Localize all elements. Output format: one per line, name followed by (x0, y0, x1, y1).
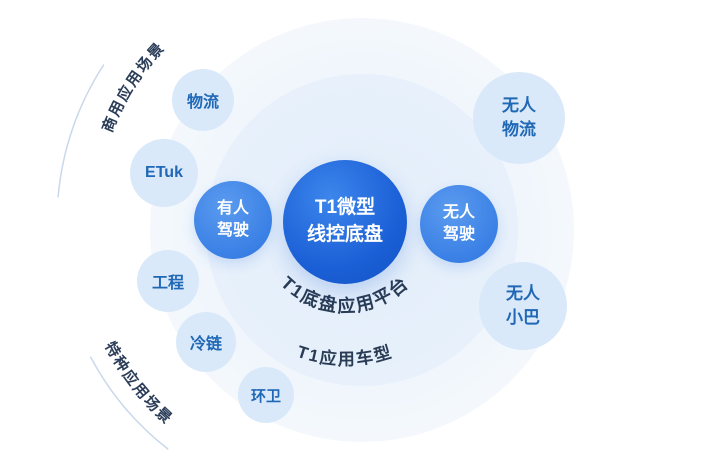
satellite-logistics: 物流 (172, 69, 234, 131)
satellite-sanitation: 环卫 (238, 367, 294, 423)
decorative-arc-bottom-left (89, 356, 169, 450)
unmanned-driving-label: 无人 驾驶 (442, 204, 475, 243)
satellite-engineering: 工程 (137, 250, 199, 312)
vehicle-models-arc-label: T1应用车型 (295, 341, 395, 369)
manned-driving-node: 有人 驾驶 (194, 181, 272, 259)
satellite-logistics-label: 物流 (186, 94, 219, 111)
satellite-unmanned-minibus-label: 无人 小巴 (506, 284, 540, 327)
satellite-engineering-label: 工程 (151, 275, 184, 292)
satellite-cold-chain-label: 冷链 (189, 336, 222, 353)
satellite-unmanned-minibus: 无人 小巴 (479, 262, 567, 350)
unmanned-driving-node: 无人 驾驶 (420, 185, 498, 263)
decorative-arc-top-left (57, 64, 105, 198)
satellite-etuk-label: ETuk (145, 164, 183, 181)
manned-driving-label: 有人 驾驶 (216, 200, 249, 239)
center-node-t1-chassis: T1微型 线控底盘 (283, 160, 407, 284)
satellite-unmanned-logistics: 无人 物流 (473, 72, 565, 164)
center-node-label: T1微型 线控底盘 (306, 197, 383, 245)
special-scenarios-arc-label: 特种应用场景 (101, 339, 177, 429)
satellite-etuk: ETuk (130, 139, 198, 207)
satellite-sanitation-label: 环卫 (250, 387, 281, 405)
commercial-scenarios-arc-label: 商用应用场景 (98, 38, 168, 135)
satellite-unmanned-logistics-label: 无人 物流 (502, 96, 536, 139)
satellite-cold-chain: 冷链 (176, 312, 236, 372)
